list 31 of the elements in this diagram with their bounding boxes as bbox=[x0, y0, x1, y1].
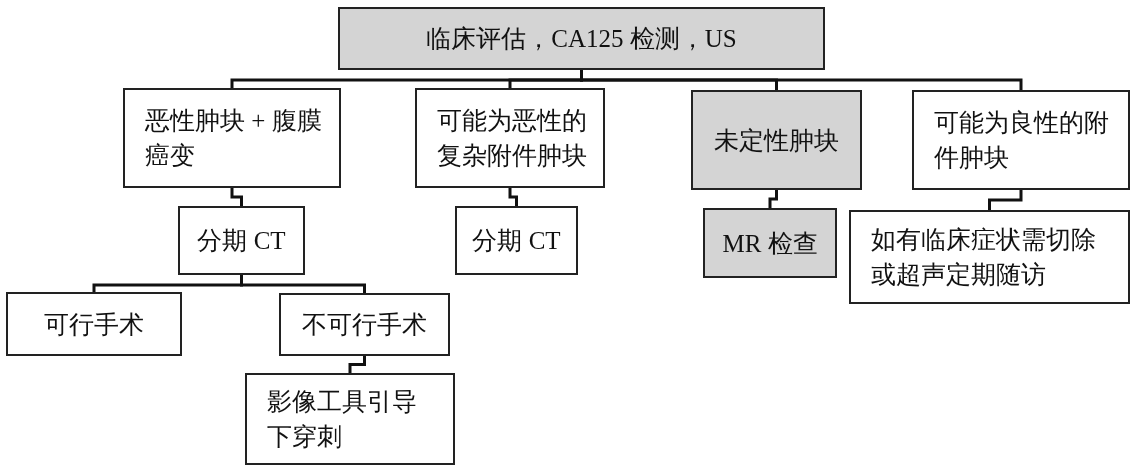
box-text: 如有临床症状需切除或超声定期随访 bbox=[871, 225, 1097, 290]
box-text: 不可行手术 bbox=[302, 310, 427, 340]
box-text: MR 检查 bbox=[722, 228, 818, 259]
box-text: 可行手术 bbox=[44, 309, 144, 340]
process-box bbox=[455, 206, 578, 275]
process-box bbox=[178, 206, 305, 275]
box-text: 未定性肿块 bbox=[714, 125, 839, 156]
connector-line bbox=[348, 356, 366, 373]
box-text: 临床评估，CA125 检测，US bbox=[426, 24, 737, 54]
process-box bbox=[6, 292, 182, 356]
box-text: 分期 CT bbox=[472, 226, 561, 256]
process-box bbox=[279, 293, 450, 356]
shaded-box bbox=[691, 90, 862, 190]
shaded-box bbox=[703, 208, 837, 278]
box-text: 恶性肿块 + 腹膜癌变 bbox=[145, 106, 323, 171]
process-box bbox=[912, 90, 1130, 190]
connector-line bbox=[768, 190, 778, 208]
connector-line bbox=[240, 275, 366, 293]
process-box bbox=[245, 373, 455, 465]
box-text: 可能为恶性的复杂附件肿块 bbox=[437, 106, 588, 171]
process-box bbox=[415, 88, 605, 188]
box-text: 可能为良性的附件肿块 bbox=[934, 108, 1110, 173]
process-box bbox=[849, 210, 1130, 304]
connector-line bbox=[508, 188, 518, 206]
connector-line bbox=[580, 70, 1023, 90]
connector-line bbox=[230, 188, 243, 206]
process-box bbox=[123, 88, 341, 188]
connector-line bbox=[988, 190, 1023, 210]
box-text: 分期 CT bbox=[197, 226, 286, 256]
box-text: 影像工具引导下穿刺 bbox=[267, 387, 418, 452]
shaded-box bbox=[338, 7, 825, 70]
